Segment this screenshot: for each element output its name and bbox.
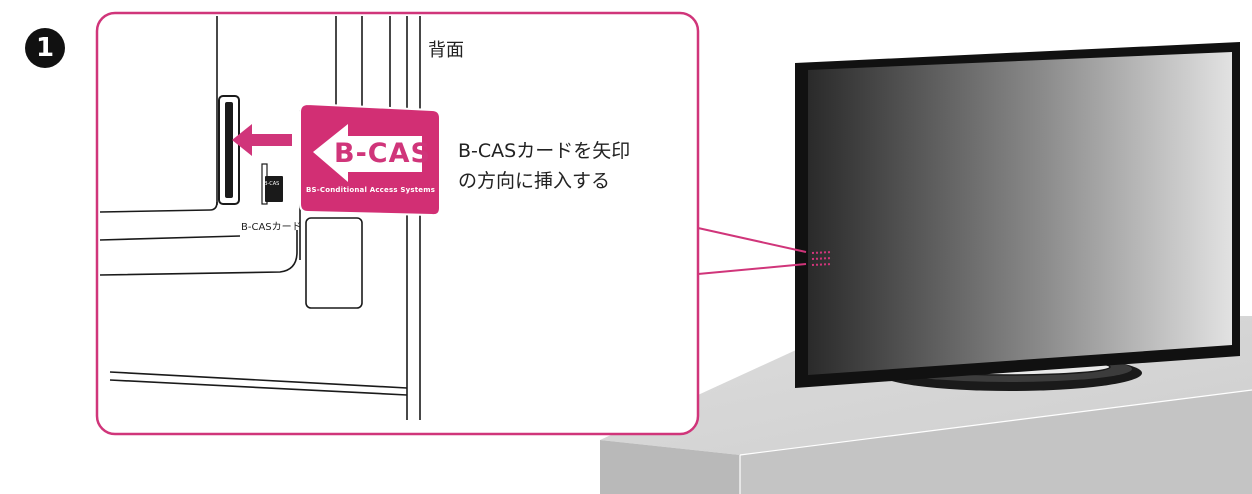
card-slot — [218, 95, 240, 205]
slot-label: B-CASカード — [241, 222, 302, 233]
instruction-line-1: B-CASカードを矢印 — [458, 140, 631, 162]
zoom-marker — [811, 251, 833, 266]
slot-card-icon-text: B-CAS — [264, 181, 280, 187]
b-cas-card — [299, 102, 441, 217]
back-side-label: 背面 — [428, 40, 464, 61]
step-number-badge: 1 — [25, 28, 65, 68]
zoom-callout-frame — [95, 11, 700, 436]
card-title: B-CAS — [334, 138, 431, 169]
arrow-left-icon — [232, 124, 292, 156]
tv-screen — [808, 52, 1232, 375]
instruction-text: B-CASカードを矢印 の方向に挿入する — [458, 136, 630, 196]
slot-card-icon — [261, 163, 283, 205]
card-subtitle: BS-Conditional Access Systems — [306, 186, 436, 194]
instruction-line-2: の方向に挿入する — [458, 170, 611, 192]
television — [795, 42, 1240, 391]
callout-connector — [697, 227, 807, 275]
